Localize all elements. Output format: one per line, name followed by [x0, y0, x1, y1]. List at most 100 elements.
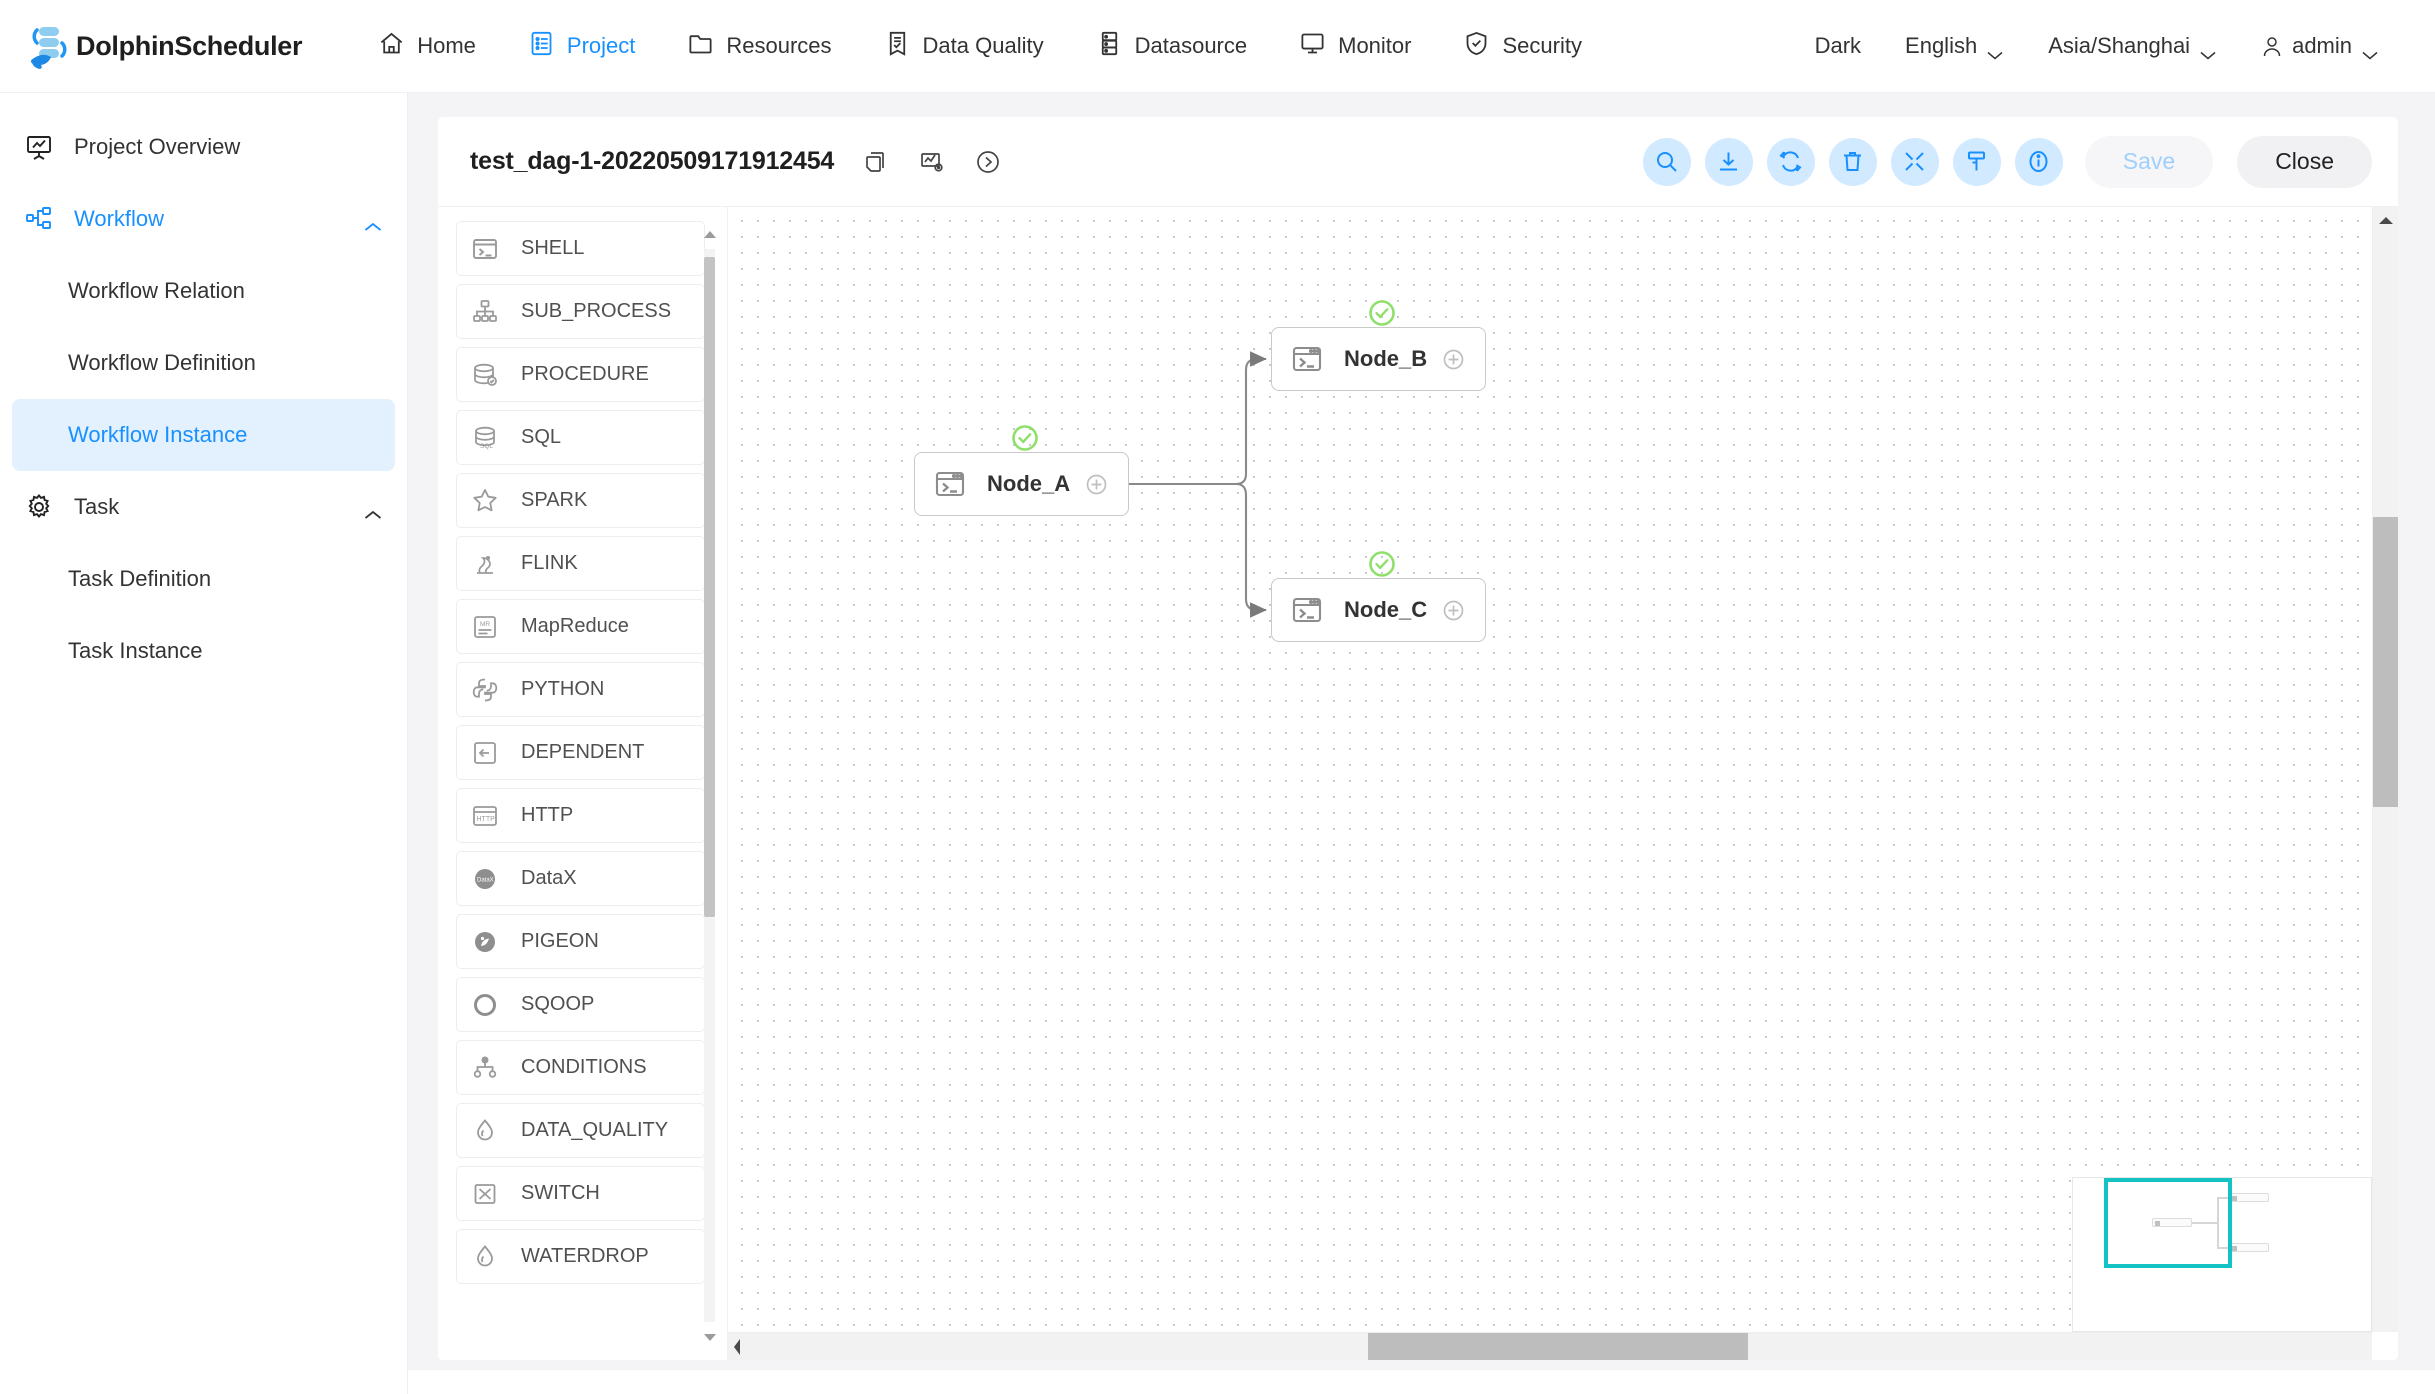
- sidebar-item-workflow-instance[interactable]: Workflow Instance: [12, 399, 395, 471]
- palette-item-sql[interactable]: SQL SQL: [456, 410, 705, 465]
- play-circle-icon[interactable]: [974, 148, 1002, 176]
- canvas-hscroll-thumb[interactable]: [1368, 1333, 1748, 1360]
- svg-text:SQL: SQL: [480, 443, 493, 450]
- palette-scrollbar[interactable]: [701, 221, 718, 1350]
- palette-item-data-quality[interactable]: DATA_QUALITY: [456, 1103, 705, 1158]
- nav-label: Data Quality: [922, 33, 1044, 58]
- delete-icon[interactable]: [1828, 137, 1877, 186]
- dag-minimap[interactable]: [2072, 1177, 2372, 1332]
- status-badge-success: [1367, 549, 1397, 579]
- gear-icon: [24, 492, 54, 522]
- nav-item-home[interactable]: Home: [352, 16, 502, 76]
- sidebar-item-task-instance[interactable]: Task Instance: [12, 615, 395, 687]
- nav-item-project[interactable]: Project: [502, 16, 661, 76]
- nav-item-monitor[interactable]: Monitor: [1273, 16, 1437, 76]
- page-body: Project Overview Workflow Workflow Relat…: [0, 93, 2435, 1394]
- add-port-icon[interactable]: [1440, 346, 1467, 373]
- content-bottom-strip: [408, 1370, 2435, 1394]
- refresh-icon[interactable]: [1766, 137, 1815, 186]
- canvas-horizontal-scrollbar[interactable]: [728, 1332, 2372, 1360]
- palette-label: PROCEDURE: [521, 363, 649, 385]
- close-button[interactable]: Close: [2237, 135, 2372, 188]
- canvas-vscroll-thumb[interactable]: [2373, 517, 2398, 807]
- shell-icon: [1290, 342, 1324, 376]
- download-icon[interactable]: [1704, 137, 1753, 186]
- sidebar-item-task-definition[interactable]: Task Definition: [12, 543, 395, 615]
- dag-title: test_dag-1-20220509171912454: [470, 147, 835, 175]
- dag-node-node-b[interactable]: Node_B: [1271, 327, 1486, 391]
- palette-item-flink[interactable]: FLINK: [456, 536, 705, 591]
- sidebar-group-workflow[interactable]: Workflow: [12, 183, 395, 255]
- scroll-down-arrow-icon[interactable]: [701, 1326, 718, 1348]
- dag-edges: [1129, 351, 1267, 618]
- nav-item-datasource[interactable]: Datasource: [1070, 16, 1274, 76]
- status-badge-success: [1367, 298, 1397, 328]
- dolphinscheduler-logo-icon: [22, 21, 72, 71]
- add-port-icon[interactable]: [1083, 471, 1110, 498]
- palette-item-sub-process[interactable]: SUB_PROCESS: [456, 284, 705, 339]
- sidebar-item-workflow-relation[interactable]: Workflow Relation: [12, 255, 395, 327]
- procedure-icon: [471, 361, 499, 389]
- nav-item-data-quality[interactable]: Data Quality: [858, 16, 1070, 76]
- palette-item-mapreduce[interactable]: MR MapReduce: [456, 599, 705, 654]
- sidebar-item-project-overview[interactable]: Project Overview: [12, 111, 395, 183]
- dag-main: SHELL SUB_PROCESS: [438, 207, 2398, 1360]
- palette-item-dependent[interactable]: DEPENDENT: [456, 725, 705, 780]
- palette-item-datax[interactable]: DataX DataX: [456, 851, 705, 906]
- palette-scrollbar-thumb[interactable]: [704, 257, 715, 917]
- language-selector[interactable]: English: [1883, 33, 2026, 59]
- shell-icon: [1290, 593, 1324, 627]
- http-icon: HTTP: [471, 802, 499, 830]
- palette-label: MapReduce: [521, 615, 629, 637]
- brand-logo-area[interactable]: DolphinScheduler: [22, 21, 303, 71]
- fullscreen-icon[interactable]: [1890, 137, 1939, 186]
- palette-item-switch[interactable]: SWITCH: [456, 1166, 705, 1221]
- dag-node-node-a[interactable]: Node_A: [914, 452, 1129, 516]
- data-quality-icon: [884, 30, 911, 63]
- palette-item-procedure[interactable]: PROCEDURE: [456, 347, 705, 402]
- timezone-selector[interactable]: Asia/Shanghai: [2026, 33, 2239, 59]
- nav-label: Home: [417, 33, 476, 58]
- shield-check-icon: [1463, 30, 1490, 63]
- gantt-chart-icon[interactable]: [918, 148, 946, 176]
- copy-icon[interactable]: [862, 148, 890, 176]
- palette-label: SHELL: [521, 237, 585, 259]
- switch-icon: [471, 1180, 499, 1208]
- scroll-left-arrow-icon[interactable]: [732, 1338, 741, 1360]
- minimap-viewport[interactable]: [2104, 1178, 2232, 1268]
- search-icon[interactable]: [1642, 137, 1691, 186]
- palette-item-shell[interactable]: SHELL: [456, 221, 705, 276]
- dag-canvas[interactable]: Node_A: [728, 207, 2372, 1332]
- palette-item-sqoop[interactable]: SQOOP: [456, 977, 705, 1032]
- nav-label: Monitor: [1338, 33, 1412, 58]
- mapreduce-icon: MR: [471, 613, 499, 641]
- overview-icon: [24, 132, 54, 162]
- palette-label: SUB_PROCESS: [521, 300, 672, 322]
- pigeon-icon: [471, 928, 499, 956]
- user-icon: [2261, 35, 2283, 58]
- nav-label: Resources: [726, 33, 832, 58]
- nav-item-resources[interactable]: Resources: [661, 16, 857, 76]
- palette-item-spark[interactable]: SPARK: [456, 473, 705, 528]
- theme-toggle[interactable]: Dark: [1793, 33, 1883, 59]
- user-menu[interactable]: admin: [2239, 33, 2401, 59]
- save-button[interactable]: Save: [2084, 135, 2214, 188]
- info-icon[interactable]: [2014, 137, 2063, 186]
- palette-item-python[interactable]: PYTHON: [456, 662, 705, 717]
- palette-item-conditions[interactable]: CONDITIONS: [456, 1040, 705, 1095]
- scroll-up-arrow-icon[interactable]: [2378, 212, 2394, 230]
- palette-item-waterdrop[interactable]: WATERDROP: [456, 1229, 705, 1284]
- sidebar-group-task[interactable]: Task: [12, 471, 395, 543]
- palette-item-http[interactable]: HTTP HTTP: [456, 788, 705, 843]
- svg-text:DataX: DataX: [477, 877, 494, 883]
- nav-label: Datasource: [1134, 33, 1248, 58]
- palette-item-pigeon[interactable]: PIGEON: [456, 914, 705, 969]
- nav-item-security[interactable]: Security: [1437, 16, 1607, 76]
- scroll-up-arrow-icon[interactable]: [701, 223, 718, 245]
- add-port-icon[interactable]: [1440, 597, 1467, 624]
- canvas-vertical-scrollbar[interactable]: [2372, 207, 2398, 1332]
- format-icon[interactable]: [1952, 137, 2001, 186]
- minimap-edge: [2217, 1197, 2229, 1199]
- sidebar-item-workflow-definition[interactable]: Workflow Definition: [12, 327, 395, 399]
- dag-node-node-c[interactable]: Node_C: [1271, 578, 1486, 642]
